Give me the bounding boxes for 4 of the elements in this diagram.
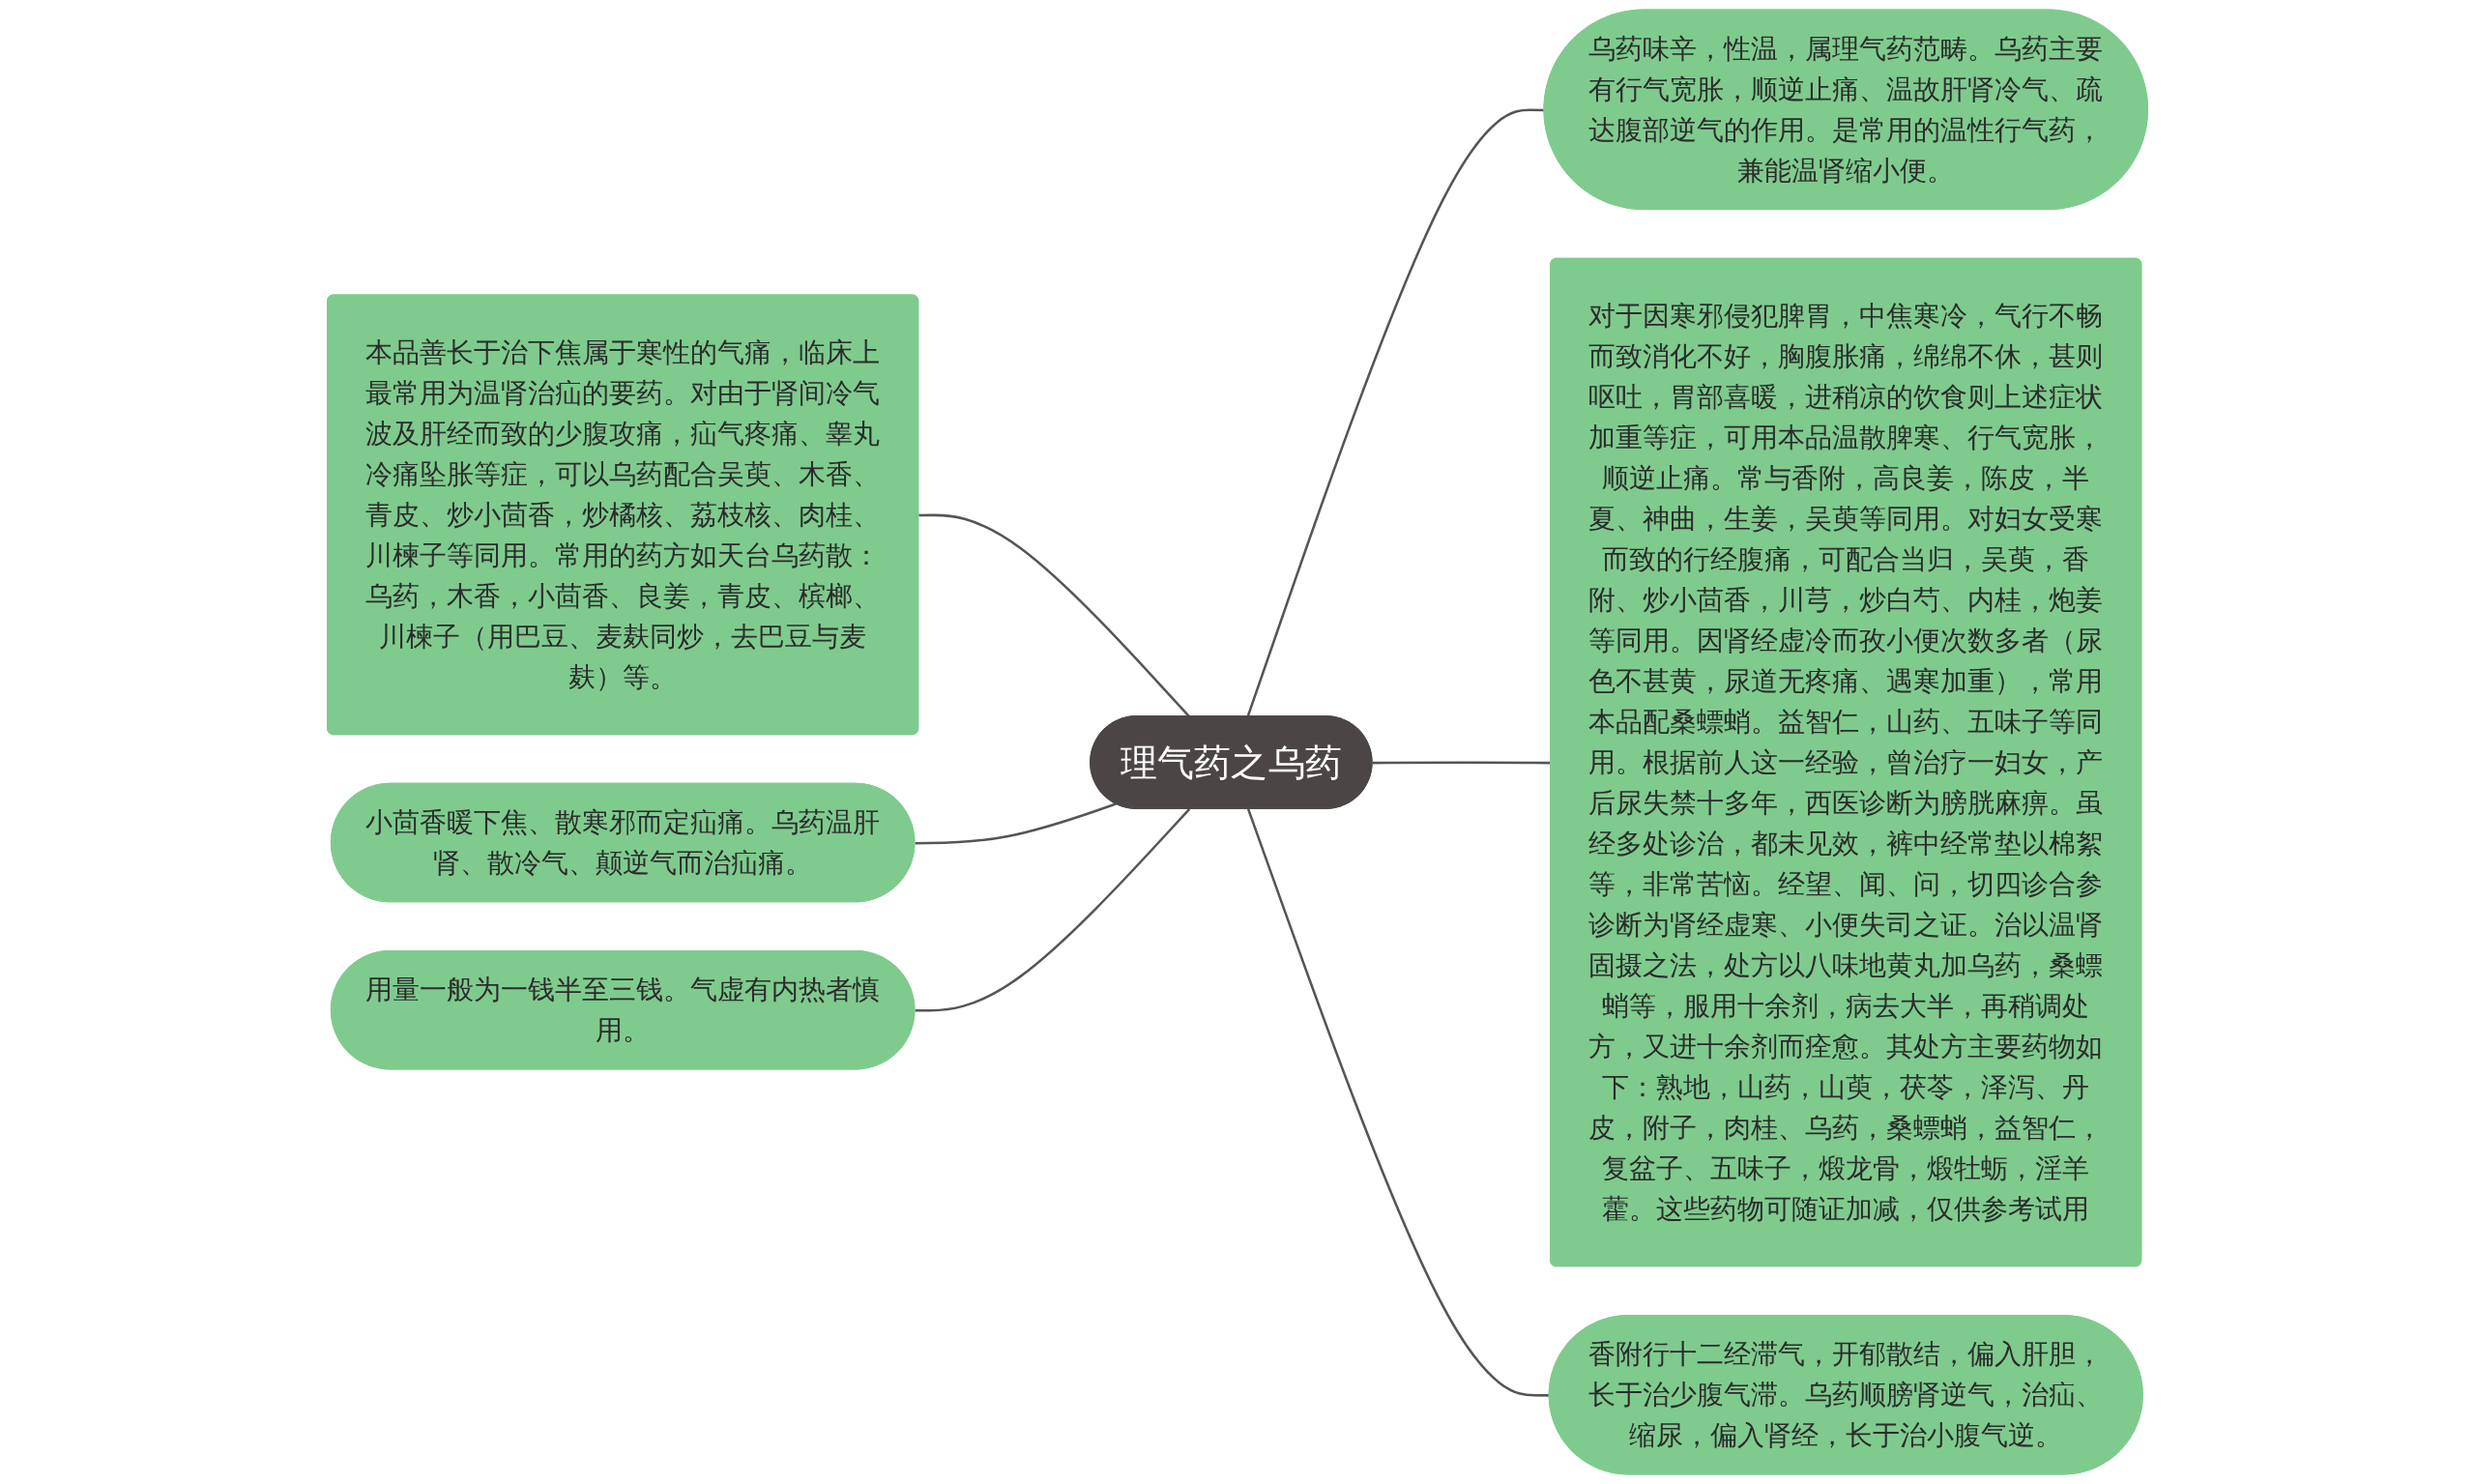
connector (1246, 108, 1545, 717)
connector (1246, 808, 1550, 1397)
connector (915, 808, 1191, 1012)
connector (915, 802, 1117, 845)
